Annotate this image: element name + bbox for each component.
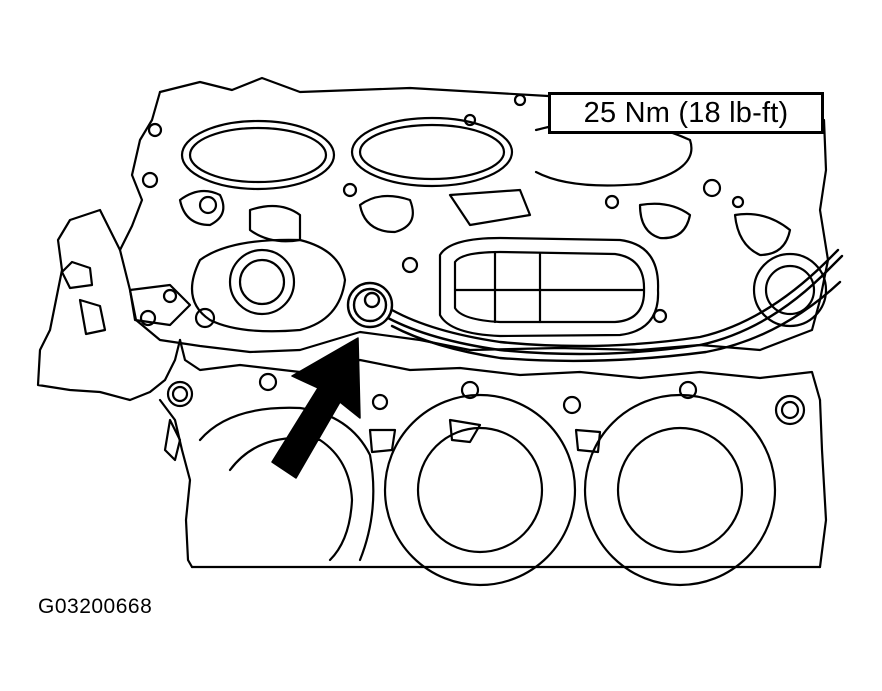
torque-label: 25 Nm (18 lb-ft) xyxy=(583,96,789,129)
pointer-arrow-icon xyxy=(271,337,361,479)
torque-callout: 25 Nm (18 lb-ft) xyxy=(548,92,824,134)
figure-id: G03200668 xyxy=(38,595,153,618)
engine-block-icon xyxy=(36,76,830,587)
wire-harness-icon xyxy=(386,248,844,363)
sensor-bolt-icon xyxy=(346,281,394,329)
